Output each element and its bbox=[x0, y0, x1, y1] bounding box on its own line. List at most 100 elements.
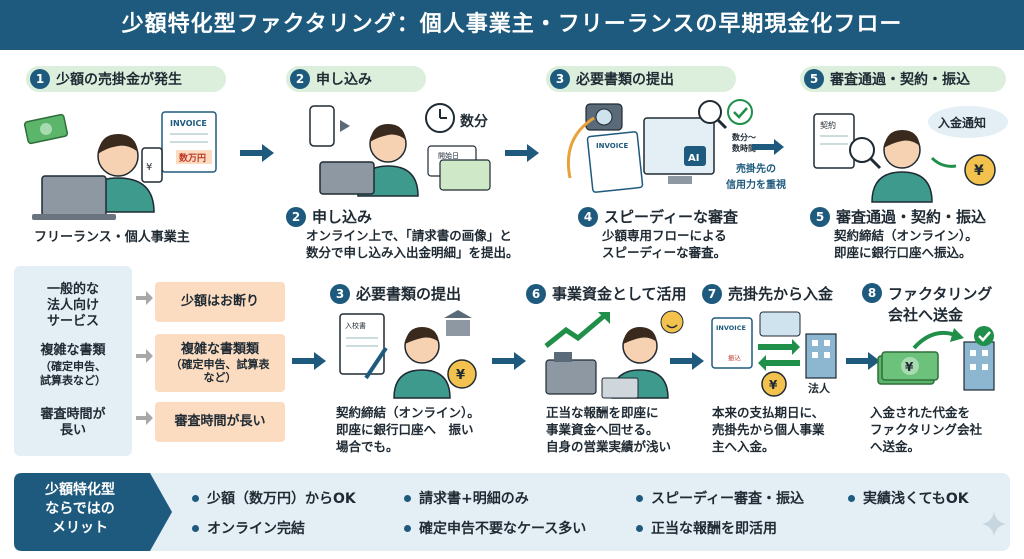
step-title-group: ファクタリング 会社へ送金 bbox=[882, 283, 992, 325]
step-label: 申し込み bbox=[316, 72, 372, 88]
arrow-right-icon bbox=[930, 156, 957, 168]
bottom-step-3-line-2: 即座に銀行口座へ 振い bbox=[336, 422, 474, 437]
merit-text: 請求書+明細のみ bbox=[419, 491, 529, 507]
bottom-step-7-line-2: 売掛先から個人事業 bbox=[712, 422, 825, 437]
contract-icon: 契約 bbox=[813, 113, 855, 169]
step-label: 必要書類の提出 bbox=[576, 72, 674, 88]
building-icon bbox=[963, 341, 995, 391]
step-2-line-2: 数分で申し込み入出金明細」を提出。 bbox=[306, 245, 519, 260]
bullet-dot bbox=[192, 494, 199, 502]
receivable-payment-illustration: INVOICE 振込 法人 ¥ bbox=[711, 311, 837, 397]
box-sub-1: （確定申告、試算表 bbox=[170, 358, 270, 371]
laptop-icon bbox=[32, 175, 116, 220]
merits-panel bbox=[14, 473, 1010, 551]
bottom-step-8-line-3: へ送金。 bbox=[870, 439, 921, 454]
step-number: 5 bbox=[804, 69, 824, 89]
bottom-step-8-heading: 8 ファクタリング 会社へ送金 bbox=[862, 283, 992, 325]
merits-heading-line-2: ならではの bbox=[45, 501, 115, 517]
merit-item: 少額（数万円）からOK bbox=[192, 488, 356, 508]
stamp-text: 振込 bbox=[728, 353, 742, 362]
merit-text: 少額（数万円）からOK bbox=[207, 491, 356, 507]
merit-item: 請求書+明細のみ bbox=[404, 488, 529, 508]
clock-icon bbox=[425, 103, 455, 133]
step-number: 1 bbox=[30, 69, 50, 89]
step-2-heading: 2 申し込み bbox=[286, 206, 372, 227]
merit-text: 確定申告不要なケース多い bbox=[419, 521, 587, 537]
yen-symbol: ¥ bbox=[146, 162, 152, 173]
document-submission-illustration: INVOICE AI 数分〜 数時間 売掛先の 信用力を重視 bbox=[566, 99, 786, 193]
step-title: 必要書類の提出 bbox=[356, 285, 462, 303]
document-text: 入校書 bbox=[345, 321, 366, 330]
bullet-dot bbox=[404, 494, 411, 502]
step-title: スピーディーな審査 bbox=[604, 208, 738, 226]
general-service-line-3: サービス bbox=[46, 314, 99, 329]
complex-docs-box: 複雑な書類類 （確定申告、試算表 など） bbox=[155, 334, 285, 392]
speech-bubble bbox=[928, 106, 1008, 138]
long-review-line-2: 長い bbox=[59, 423, 86, 438]
bullet-dot bbox=[636, 494, 643, 502]
invoice-text: INVOICE bbox=[596, 142, 628, 150]
step-title-line-2: 会社へ送金 bbox=[888, 306, 964, 324]
time-range-2: 数時間 bbox=[732, 143, 756, 153]
amount-text: 数万円 bbox=[179, 152, 206, 164]
invoice-icon: INVOICE 振込 bbox=[711, 317, 753, 369]
step-pill-1: 1 少額の売掛金が発生 bbox=[26, 66, 226, 92]
step-number: 3 bbox=[550, 69, 570, 89]
flow-arrow bbox=[492, 352, 526, 370]
step-title: 事業資金として活用 bbox=[552, 285, 687, 303]
box-sub-2: など） bbox=[203, 371, 237, 384]
card-icon bbox=[759, 311, 801, 337]
flow-arrow bbox=[846, 352, 880, 370]
step-title-line-1: ファクタリング bbox=[888, 285, 993, 303]
step-number: 6 bbox=[526, 283, 546, 304]
document-icon: 開始日 bbox=[427, 145, 491, 191]
building-icon bbox=[805, 333, 837, 379]
bottom-step-6-heading: 6 事業資金として活用 bbox=[526, 283, 687, 304]
cash-icon bbox=[23, 113, 69, 145]
exchange-arrows-icon bbox=[758, 339, 800, 371]
bottom-step-3-heading: 3 必要書類の提出 bbox=[330, 283, 461, 304]
bottom-step-3-line-3: 場合でも。 bbox=[336, 439, 399, 454]
bullet-dot bbox=[192, 524, 199, 532]
invoice-text: INVOICE bbox=[716, 324, 746, 332]
step-pill-5: 5 審査通過・契約・振込 bbox=[800, 66, 1006, 92]
yen-symbol: ¥ bbox=[905, 360, 914, 374]
complex-docs-title: 複雑な書類 bbox=[40, 343, 106, 358]
flow-arrow bbox=[670, 352, 704, 370]
pen-icon bbox=[364, 346, 388, 380]
complex-docs-sub-2: 試算表など） bbox=[40, 374, 106, 387]
bottom-step-6-line-1: 正当な報酬を即座に bbox=[546, 405, 659, 420]
sparkle-icon bbox=[982, 512, 1006, 536]
step-4-line-1: 少額専用フローによる bbox=[602, 228, 727, 243]
step-label: 審査通過・契約・振込 bbox=[830, 72, 970, 88]
general-service-line-1: 一般的な bbox=[46, 282, 99, 297]
step-pill-3: 3 必要書類の提出 bbox=[546, 66, 736, 92]
box-text: 審査時間が長い bbox=[174, 414, 266, 429]
step-title: 申し込み bbox=[312, 208, 373, 226]
bottom-step-8-line-1: 入金された代金を bbox=[870, 405, 971, 420]
flow-arrow bbox=[505, 144, 539, 162]
merits-heading-line-3: メリット bbox=[52, 520, 108, 536]
general-service-line-2: 法人向け bbox=[46, 298, 99, 313]
step-4-line-2: スピーディーな審査。 bbox=[602, 245, 727, 260]
document-icon: 入校書 bbox=[339, 313, 385, 375]
document-text: 開始日 bbox=[438, 151, 459, 160]
play-icon bbox=[340, 120, 350, 132]
invoice-icon: INVOICE bbox=[586, 131, 644, 193]
bank-icon bbox=[444, 310, 472, 336]
step-number: 2 bbox=[286, 206, 306, 227]
merit-text: スピーディー審査・振込 bbox=[651, 491, 805, 507]
smiley-icon bbox=[660, 310, 684, 334]
merit-item: 正当な報酬を即活用 bbox=[636, 518, 777, 538]
upload-arrow bbox=[566, 116, 595, 179]
title-banner bbox=[0, 0, 1024, 50]
laptop-icon bbox=[601, 377, 639, 399]
yen-coin-icon: ¥ bbox=[964, 154, 996, 186]
remittance-illustration: ¥ bbox=[877, 326, 995, 391]
deposit-notice: 入金通知 bbox=[938, 115, 986, 130]
step-number: 3 bbox=[330, 283, 350, 304]
box-text: 複雑な書類類 bbox=[180, 342, 259, 357]
yen-coin-icon: ¥ bbox=[447, 359, 477, 389]
merit-item: 確定申告不要なケース多い bbox=[404, 518, 586, 538]
camera-icon bbox=[585, 103, 623, 131]
